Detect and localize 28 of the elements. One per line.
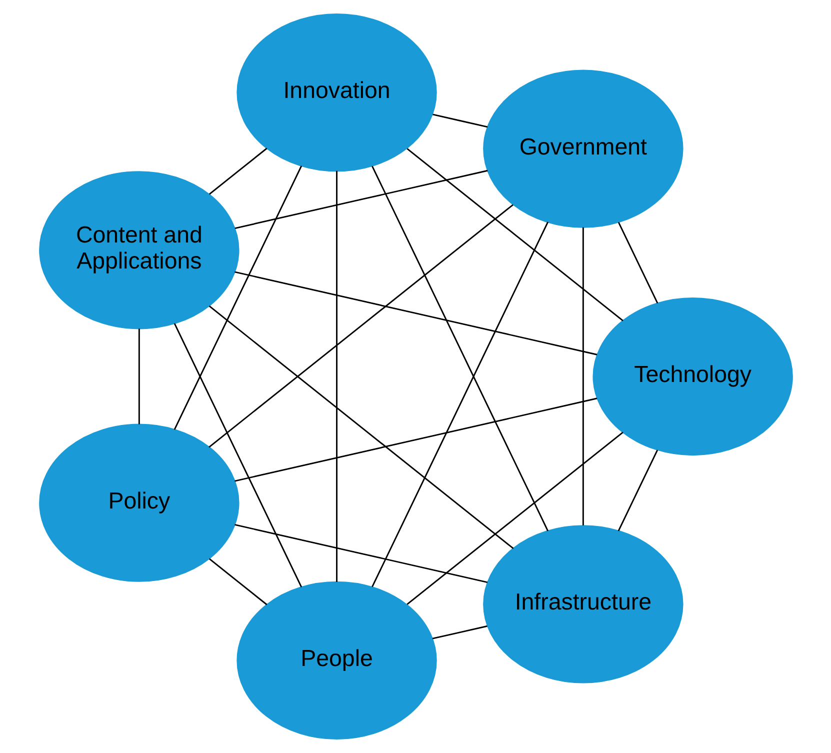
connector — [406, 432, 623, 605]
connector — [336, 170, 337, 582]
node-ellipse: Policy — [38, 424, 239, 582]
connector — [173, 166, 302, 430]
connector — [234, 170, 488, 229]
node-ellipse: Innovation — [236, 14, 436, 172]
node-ellipse: People — [236, 581, 436, 740]
connector — [617, 222, 658, 304]
connector — [371, 222, 548, 588]
connector — [234, 271, 597, 356]
connector — [234, 398, 597, 482]
node-ellipse: Government — [482, 70, 683, 228]
node-ellipse: Infrastructure — [482, 525, 683, 684]
node-ellipse: Content and Applications — [38, 171, 239, 330]
connector — [208, 306, 514, 550]
connector — [138, 328, 140, 424]
connector — [432, 114, 488, 128]
connector — [617, 450, 658, 532]
connector — [432, 625, 487, 640]
connector — [582, 227, 584, 526]
connector — [208, 204, 513, 448]
connector — [371, 166, 548, 532]
connector — [173, 323, 302, 588]
connector — [208, 148, 267, 195]
connector — [406, 148, 623, 322]
connector — [208, 558, 267, 606]
node-ellipse: Technology — [592, 297, 792, 456]
connector — [234, 524, 488, 584]
